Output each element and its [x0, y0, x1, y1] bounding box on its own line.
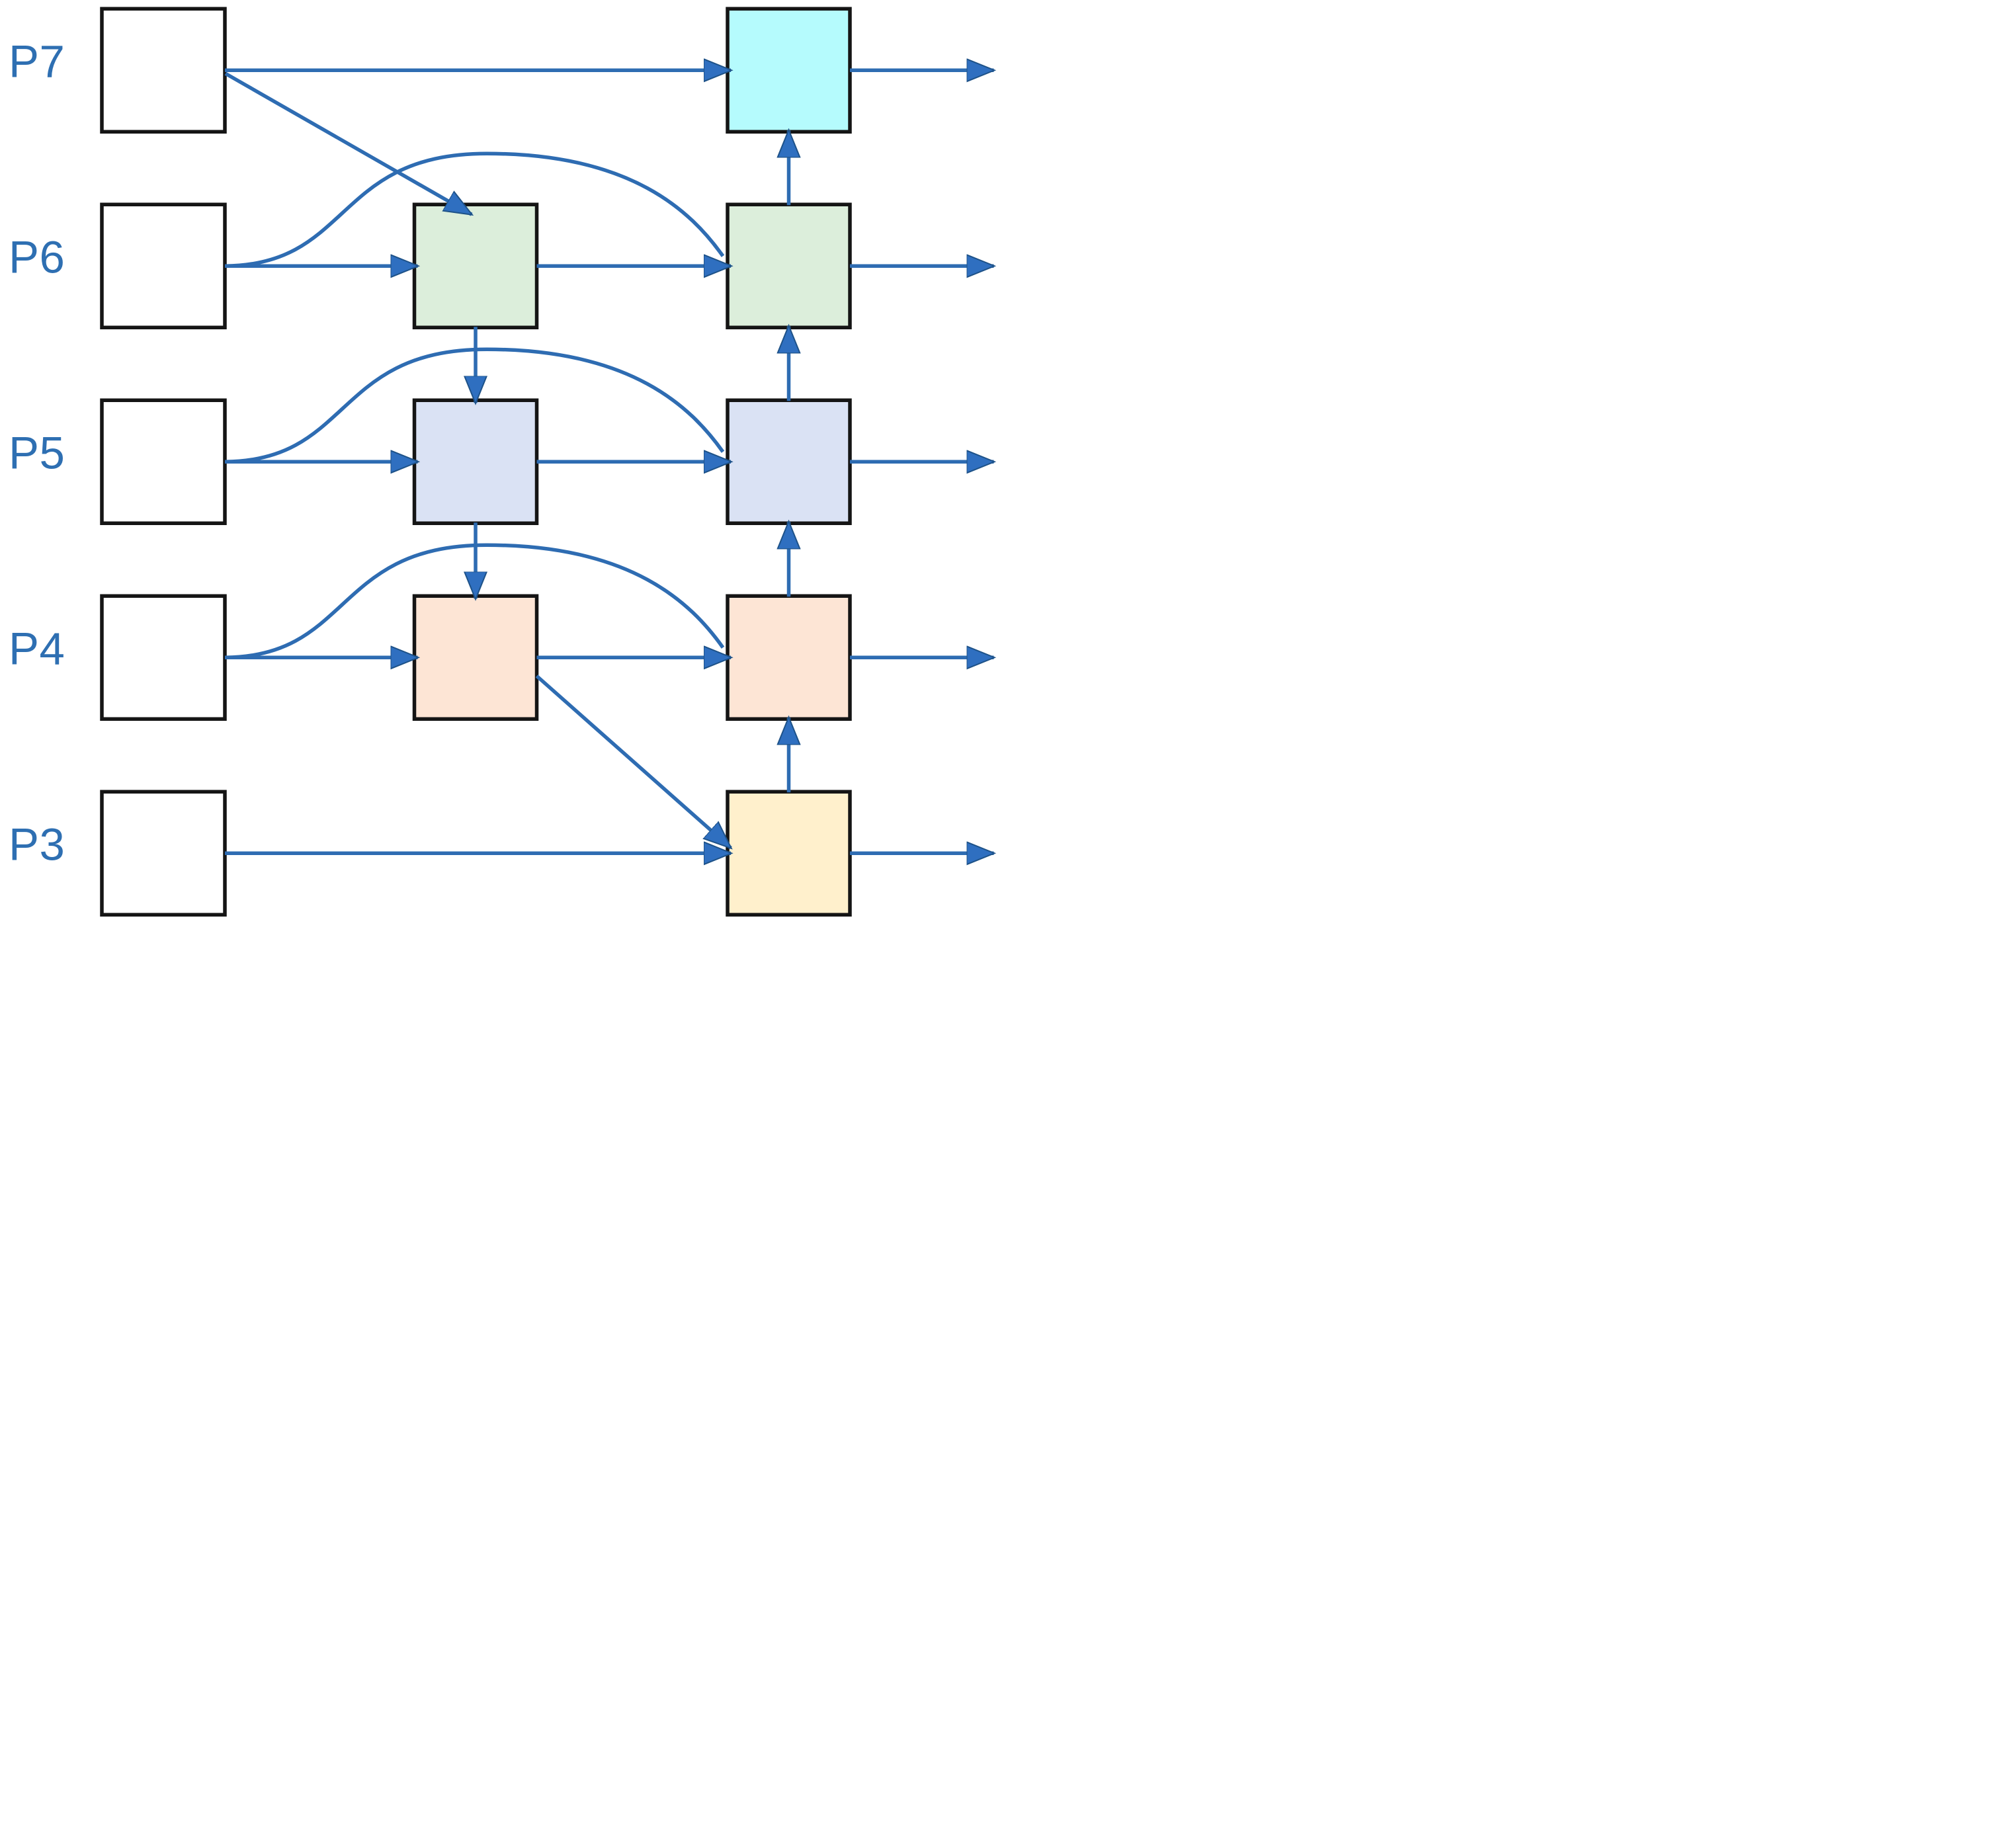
node-p6-input-box: [100, 202, 227, 329]
edge-p4-td-to-p3-out: [535, 675, 732, 848]
row-label-p3: P3: [9, 819, 65, 870]
row-label-p5: P5: [9, 427, 65, 478]
node-p4-td-box: [412, 594, 539, 721]
edge-p6-input-to-p6-out: [225, 151, 725, 268]
node-p3-out-box: [726, 790, 852, 917]
row-label-p4: P4: [9, 623, 65, 674]
node-p5-input-box: [100, 398, 227, 525]
node-p7-input-box: [100, 7, 227, 134]
row-label-p7: P7: [9, 36, 65, 87]
node-p5-out-box: [726, 398, 852, 525]
node-p4-out-box: [726, 594, 852, 721]
node-p5-td-box: [412, 398, 539, 525]
edge-p7-input-to-p6-td: [224, 71, 472, 216]
node-p7-out-box: [726, 7, 852, 134]
node-p6-out-box: [726, 202, 852, 329]
edge-p4-input-to-p4-out: [225, 543, 725, 659]
node-p6-td-box: [412, 202, 539, 329]
node-p4-input-box: [100, 594, 227, 721]
node-p3-input-box: [100, 790, 227, 917]
row-label-p6: P6: [9, 231, 65, 282]
edge-p5-input-to-p5-out: [225, 347, 725, 464]
